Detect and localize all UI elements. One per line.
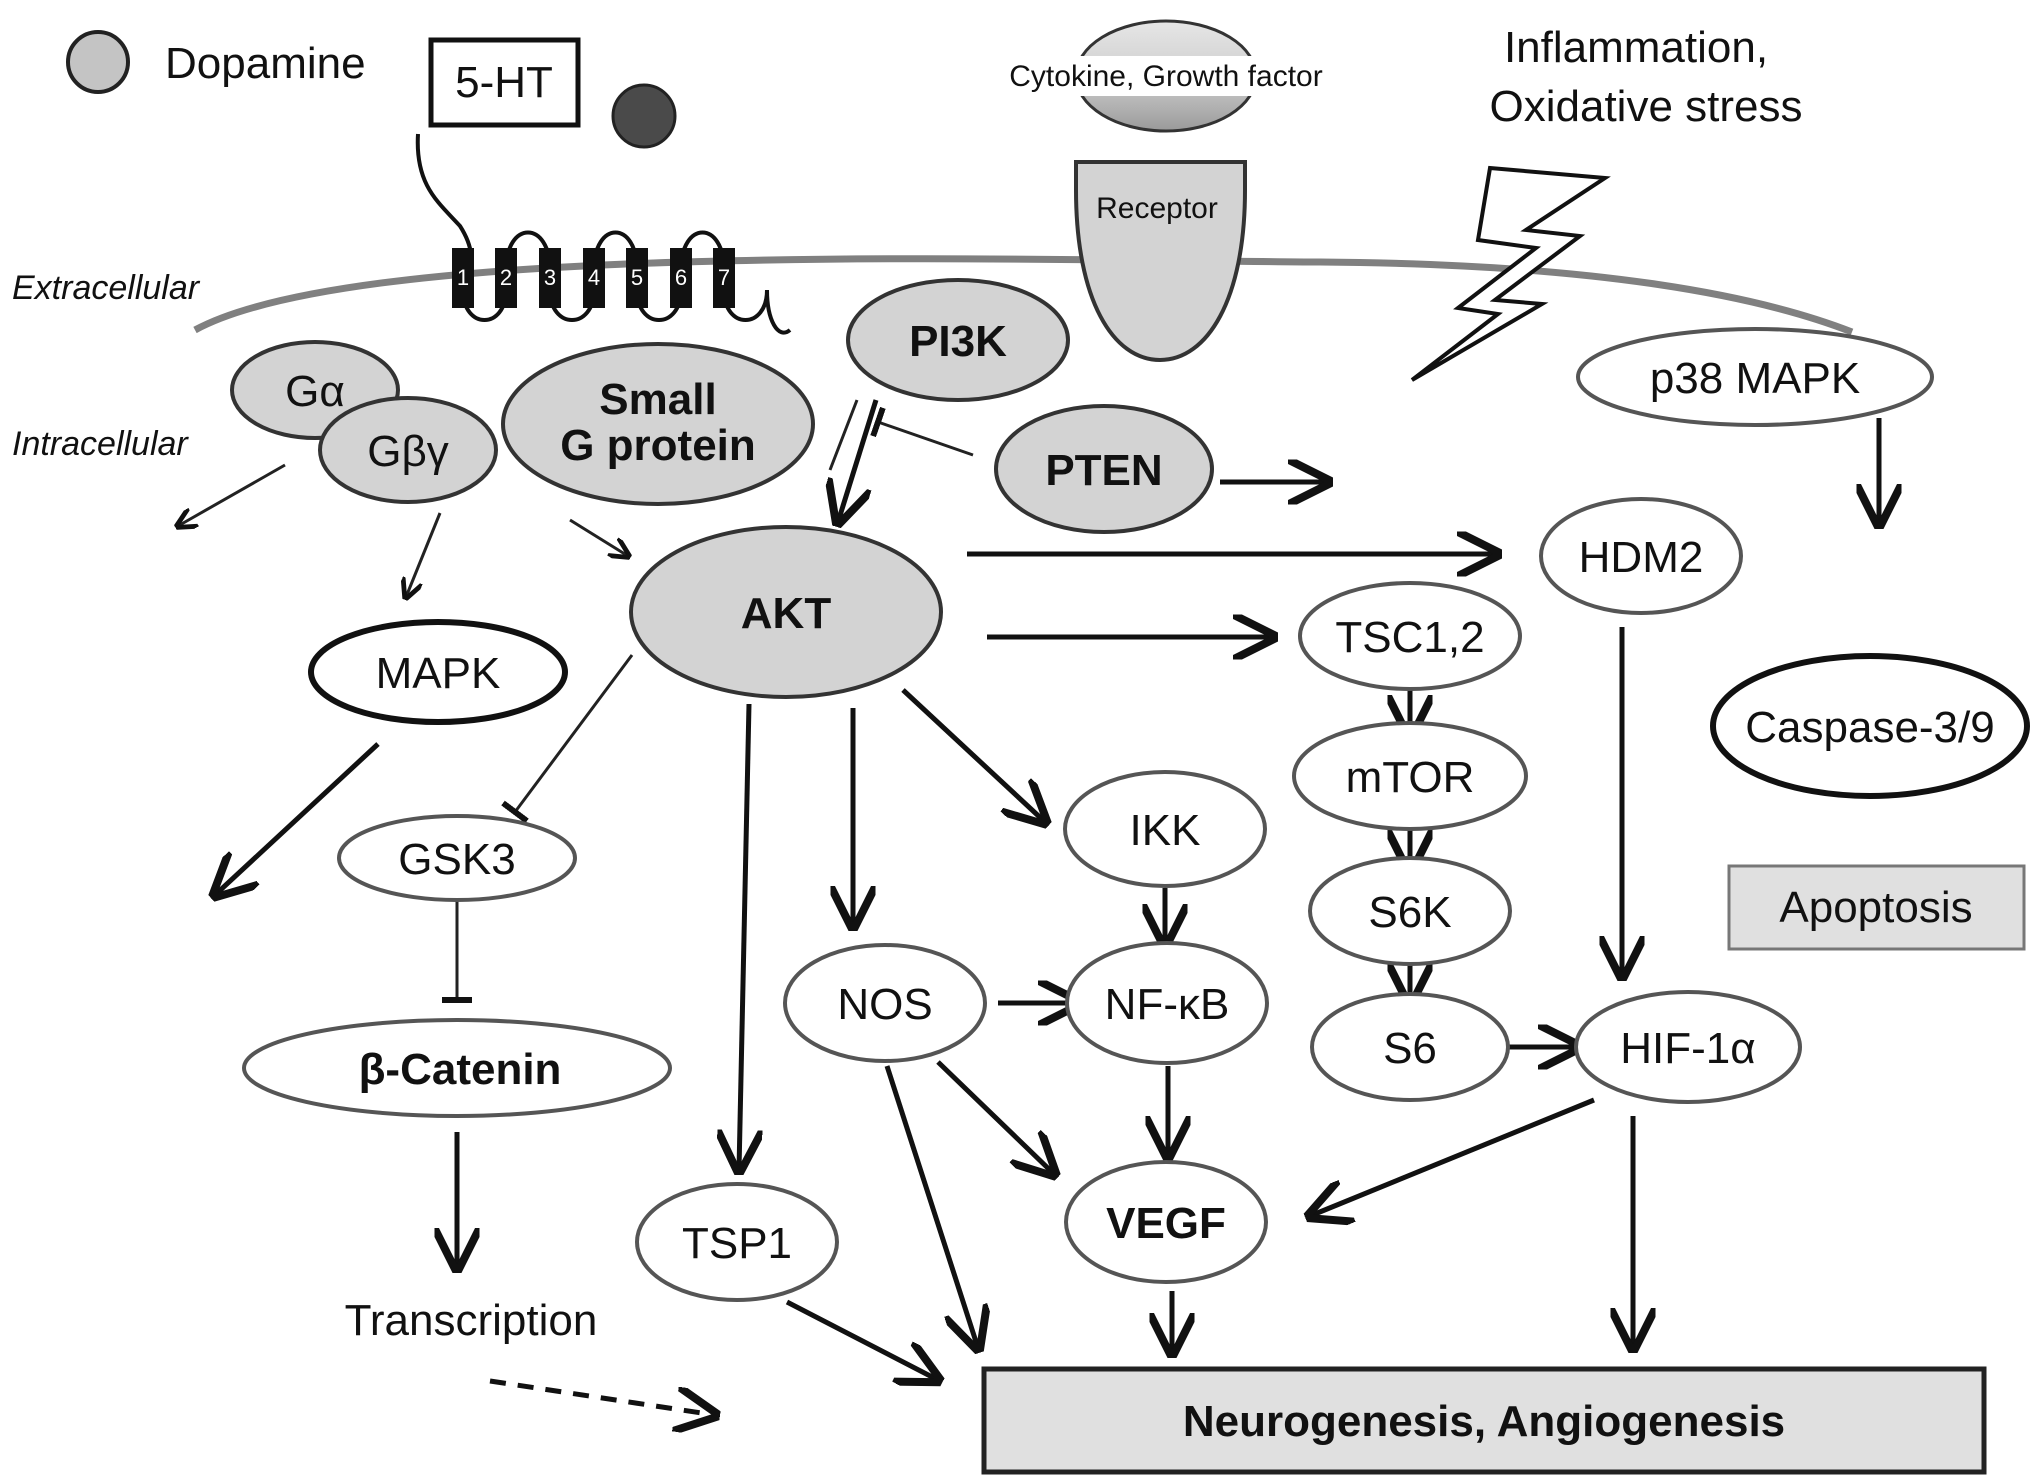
- receptor-icon: [1074, 160, 1247, 363]
- ligand-label: Cytokine, Growth factor: [1009, 60, 1322, 93]
- tsp1-label: TSP1: [682, 1219, 792, 1268]
- beta-catenin-label: β-Catenin: [359, 1045, 562, 1094]
- mapk-node: [308, 619, 568, 725]
- tsc-label: TSC1,2: [1335, 613, 1484, 662]
- pi3k-label: PI3K: [909, 317, 1007, 366]
- stress-label-line2: Oxidative stress: [1490, 82, 1803, 131]
- tm-segment-7: 7: [718, 265, 730, 290]
- s6k-node: [1308, 856, 1512, 966]
- tm-segment-5: 5: [631, 265, 643, 290]
- g-beta-gamma-node: [318, 396, 498, 504]
- tsp1-node: [635, 1182, 839, 1302]
- intracellular-label: Intracellular: [12, 425, 189, 463]
- tsc-node: [1298, 581, 1522, 691]
- nos-node: [783, 943, 987, 1063]
- lightning-bolt-icon: [1410, 165, 1611, 382]
- p38-mapk-node: [1576, 327, 1934, 427]
- small-g-protein-label-line1: Small: [599, 375, 716, 424]
- dopamine-molecule-icon: [611, 83, 677, 149]
- extracellular-label: Extracellular: [12, 269, 201, 307]
- ikk-label: IKK: [1130, 806, 1201, 855]
- tm-segment-4: 4: [588, 265, 600, 290]
- pten-node: [994, 404, 1214, 534]
- beta-catenin-node: [242, 1018, 672, 1118]
- s6-node: [1310, 992, 1510, 1102]
- stress-label-line1: Inflammation,: [1504, 23, 1768, 72]
- nfkb-node: [1065, 941, 1269, 1065]
- mtor-node: [1292, 721, 1528, 831]
- serotonin-label: 5-HT: [455, 58, 553, 107]
- dopamine-legend-icon: [66, 30, 130, 94]
- apoptosis-box: [1727, 864, 2026, 951]
- s6-label: S6: [1383, 1024, 1437, 1073]
- mtor-label: mTOR: [1346, 753, 1475, 802]
- outcome-label: Neurogenesis, Angiogenesis: [1183, 1397, 1785, 1446]
- pi3k-node: [846, 278, 1070, 402]
- ikk-node: [1063, 770, 1267, 888]
- caspase-label: Caspase-3/9: [1745, 703, 1994, 752]
- receptor-label: Receptor: [1096, 192, 1218, 225]
- dopamine-legend-label: Dopamine: [165, 39, 366, 88]
- tm-segment-6: 6: [675, 265, 687, 290]
- g-alpha-label: Gα: [285, 367, 345, 416]
- hdm2-label: HDM2: [1579, 533, 1704, 582]
- apoptosis-label: Apoptosis: [1779, 883, 1972, 932]
- gpcr-transmembrane-segments: 1 2 3 4 5 6 7: [452, 248, 735, 308]
- hif-label: HIF-1α: [1620, 1024, 1755, 1073]
- vegf-label: VEGF: [1106, 1199, 1226, 1248]
- hif-node: [1574, 990, 1802, 1104]
- small-g-protein-node: [501, 342, 815, 506]
- mapk-label: MAPK: [376, 649, 501, 698]
- gsk3-label: GSK3: [398, 835, 515, 884]
- ligand-label-bg: [996, 56, 1336, 96]
- serotonin-box: [428, 37, 581, 128]
- tm-segment-1: 1: [457, 265, 469, 290]
- transcription-label: Transcription: [345, 1296, 598, 1345]
- p38-mapk-label: p38 MAPK: [1650, 354, 1860, 403]
- akt-label: AKT: [741, 589, 832, 638]
- pathway-arrows: [178, 399, 1879, 1415]
- vegf-node: [1064, 1160, 1268, 1284]
- nfkb-label: NF-κB: [1105, 980, 1230, 1029]
- small-g-protein-label-line2: G protein: [560, 421, 756, 470]
- g-beta-gamma-label: Gβγ: [367, 427, 449, 476]
- nos-label: NOS: [837, 980, 932, 1029]
- s6k-label: S6K: [1368, 888, 1451, 937]
- caspase-node: [1710, 653, 2030, 799]
- pten-label: PTEN: [1045, 446, 1162, 495]
- outcome-box: [981, 1366, 1987, 1475]
- tm-segment-2: 2: [500, 265, 512, 290]
- akt-node: [629, 525, 943, 699]
- hdm2-node: [1539, 497, 1743, 615]
- tm-segment-3: 3: [544, 265, 556, 290]
- gsk3-node: [337, 814, 577, 902]
